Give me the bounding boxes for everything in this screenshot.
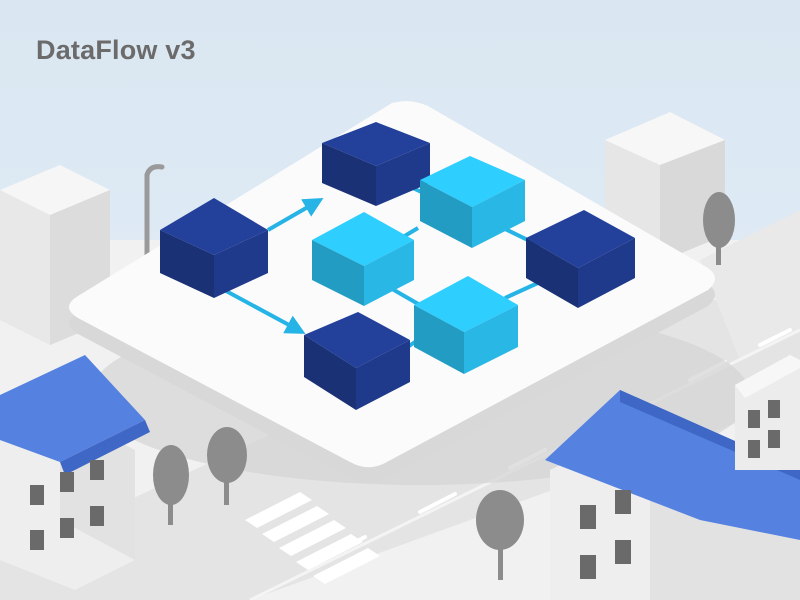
cube-icon [160, 198, 268, 298]
building-icon [0, 355, 150, 590]
cube-icon [304, 312, 410, 410]
cube-icon [526, 210, 635, 308]
building-icon [545, 390, 800, 600]
connector-arrow [267, 198, 324, 232]
connector-line [504, 280, 541, 300]
building-icon [605, 112, 725, 262]
cube-icon [420, 156, 525, 248]
connector-arrow [214, 283, 306, 334]
tree-icon [476, 490, 524, 580]
cube-icon [312, 212, 414, 306]
tree-icon [207, 427, 247, 505]
tree-icon [153, 445, 189, 525]
building-icon [735, 355, 800, 470]
crosswalk-icon [245, 492, 380, 584]
cube-icon [322, 122, 430, 206]
street-lamp-icon [144, 164, 165, 258]
cube-icon [414, 276, 518, 374]
pipeline-nodes [160, 122, 635, 410]
tree-icon [703, 192, 735, 265]
app-title: DataFlow v3 [36, 35, 196, 65]
